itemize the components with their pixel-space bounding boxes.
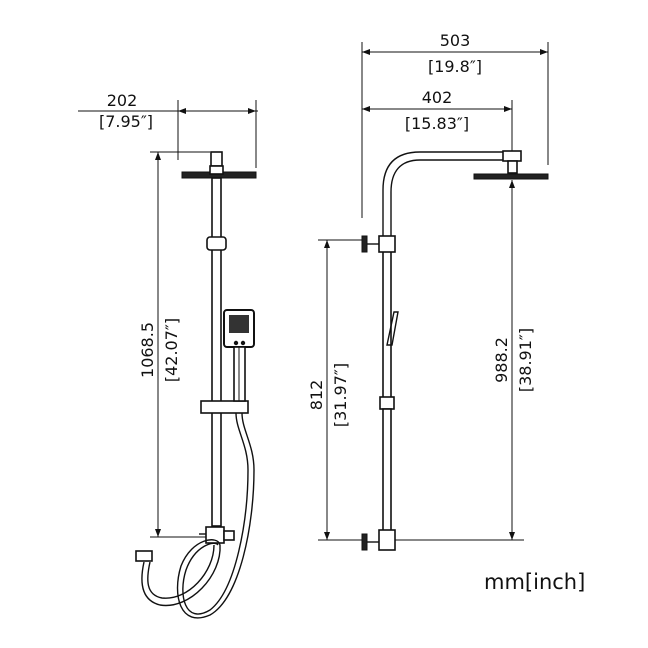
left-height-mm: 1068.5 xyxy=(138,322,157,378)
front-hose xyxy=(135,412,255,619)
side-view: 503 [19.8″] 402 [15.83″] 812 [31.97″] xyxy=(307,31,549,551)
right-valve-height-mm: 812 xyxy=(307,380,326,411)
side-upper-valve xyxy=(361,235,396,253)
right-arm-width-mm: 402 xyxy=(422,88,453,107)
right-arm-width-in: [15.83″] xyxy=(405,114,469,133)
right-total-width-dimension: 503 [19.8″] xyxy=(361,31,549,218)
front-hand-shower xyxy=(223,309,255,402)
side-shower-column xyxy=(379,150,549,532)
right-total-width-mm: 503 xyxy=(440,31,471,50)
right-head-height-dimension: 988.2 [38.91″] xyxy=(388,180,535,541)
right-valve-height-dimension: 812 [31.97″] xyxy=(307,239,365,541)
right-head-height-mm: 988.2 xyxy=(492,337,511,383)
right-total-width-in: [19.8″] xyxy=(428,57,482,76)
front-view: 202 [7.95″] 1068.5 [42.07″] xyxy=(78,91,258,619)
left-width-dimension: 202 [7.95″] xyxy=(78,91,258,168)
right-valve-height-in: [31.97″] xyxy=(331,363,350,427)
left-width-mm: 202 xyxy=(107,91,138,110)
side-hand-shower xyxy=(386,311,399,346)
right-head-height-in: [38.91″] xyxy=(516,328,535,392)
unit-label: mm[inch] xyxy=(484,570,586,594)
front-shower-column xyxy=(181,151,257,544)
left-height-dimension: 1068.5 [42.07″] xyxy=(138,151,212,538)
left-height-in: [42.07″] xyxy=(162,318,181,382)
side-lower-valve xyxy=(361,529,396,551)
left-width-in: [7.95″] xyxy=(99,112,153,131)
right-arm-width-dimension: 402 [15.83″] xyxy=(362,88,513,160)
